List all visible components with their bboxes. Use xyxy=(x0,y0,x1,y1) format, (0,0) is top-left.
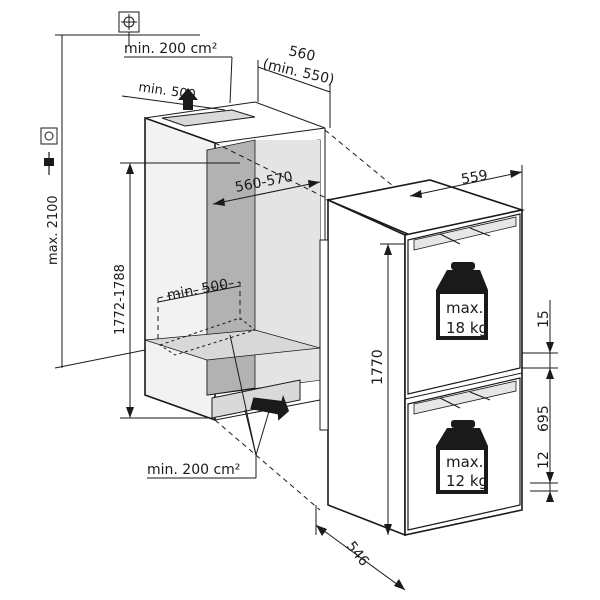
max-height-label: max. 2100 xyxy=(46,195,61,265)
power-plug-icon xyxy=(44,152,54,175)
weight-icon xyxy=(436,420,488,494)
lower-door-label: 695 xyxy=(536,405,552,432)
weight-lower-max: max. xyxy=(446,453,483,471)
weight-lower-value: 12 kg xyxy=(446,472,488,490)
appliance-height-label: 1770 xyxy=(370,349,386,385)
niche-depth-label: 560 xyxy=(287,43,317,65)
weight-upper-value: 18 kg xyxy=(446,319,488,337)
appliance-width-label: 559 xyxy=(460,168,489,188)
top-ventilation-label: min. 200 cm² xyxy=(124,41,217,57)
weight-icon xyxy=(436,262,488,340)
gap-top-label: 15 xyxy=(536,310,552,328)
power-socket-icon xyxy=(40,127,58,145)
niche-height-label: 1772-1788 xyxy=(113,264,128,335)
arrow-icon xyxy=(250,395,290,421)
gap-bottom-label: 12 xyxy=(536,451,552,469)
weight-upper-max: max. xyxy=(446,299,483,317)
gas-symbol-icon xyxy=(118,11,140,33)
appliance-side xyxy=(327,198,406,537)
appliance-depth-label: 546 xyxy=(343,539,372,570)
bottom-ventilation-label: min. 200 cm² xyxy=(147,462,240,478)
